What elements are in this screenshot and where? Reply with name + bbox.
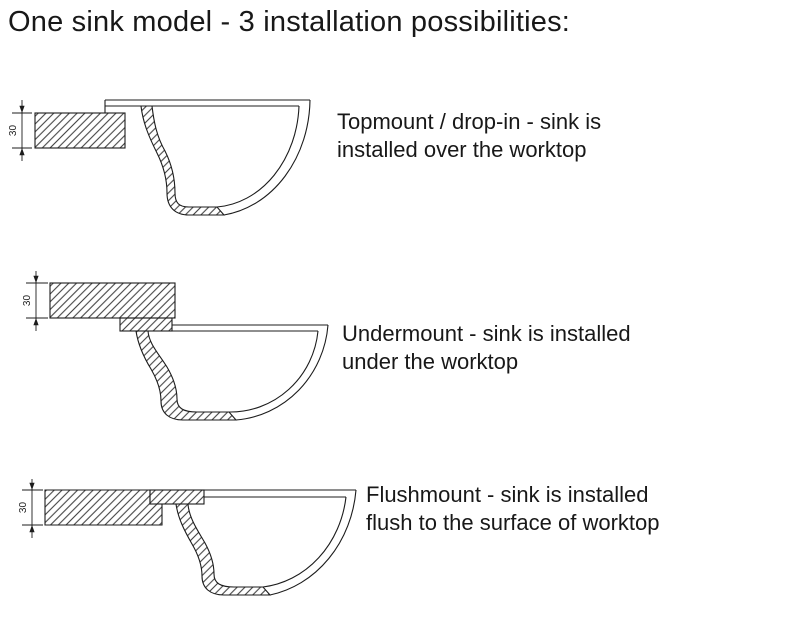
- sink-wall-section: [135, 330, 238, 421]
- topmount-section-drawing: 30: [8, 99, 311, 216]
- dimension-value: 30: [18, 502, 29, 514]
- dimension-arrow-icon: [29, 525, 35, 533]
- caption-line: Topmount / drop-in - sink is: [337, 109, 602, 134]
- worktop-section: [44, 489, 163, 526]
- dimension-arrow-icon: [33, 275, 39, 283]
- dimension-annotation: 30: [18, 479, 43, 538]
- sink-wall-section: [140, 105, 226, 216]
- sink-rim-section: [119, 317, 173, 332]
- undermount-section-drawing: 30: [22, 271, 329, 421]
- sink-rim: [104, 99, 310, 113]
- page-title: One sink model - 3 installation possibil…: [8, 6, 571, 38]
- dimension-arrow-icon: [19, 148, 25, 156]
- dimension-arrow-icon: [19, 105, 25, 113]
- dimension-arrow-icon: [33, 318, 39, 326]
- dimension-annotation: 30: [22, 271, 48, 331]
- caption-line: Undermount - sink is installed: [342, 321, 631, 346]
- caption-line: flush to the surface of worktop: [366, 510, 660, 536]
- bowl-outline-outer: [269, 489, 357, 596]
- caption-line: installed over the worktop: [337, 137, 587, 163]
- bowl-outline-inner: [216, 105, 300, 208]
- sink-rim-section: [149, 489, 205, 505]
- worktop-section: [49, 282, 176, 319]
- bowl-outline-outer: [223, 99, 311, 216]
- sink-wall-section: [175, 503, 272, 596]
- dimension-value: 30: [8, 125, 19, 137]
- dimension-value: 30: [22, 295, 33, 307]
- dimension-arrow-icon: [29, 482, 35, 490]
- bowl-outline-outer: [235, 324, 329, 421]
- caption-topmount: Topmount / drop-in - sink is installed o…: [337, 108, 787, 164]
- dimension-annotation: 30: [8, 100, 32, 161]
- worktop-section: [34, 112, 126, 149]
- caption-undermount: Undermount - sink is installed under the…: [342, 320, 782, 376]
- sink-rim: [204, 489, 356, 498]
- bowl-outline-inner: [228, 330, 319, 413]
- caption-line: Flushmount - sink is installed: [366, 482, 649, 507]
- flushmount-section-drawing: 30: [18, 479, 357, 596]
- bowl-outline-inner: [262, 496, 347, 588]
- caption-flushmount: Flushmount - sink is installed flush to …: [366, 481, 796, 537]
- sink-rim: [172, 324, 328, 332]
- caption-line: under the worktop: [342, 349, 519, 375]
